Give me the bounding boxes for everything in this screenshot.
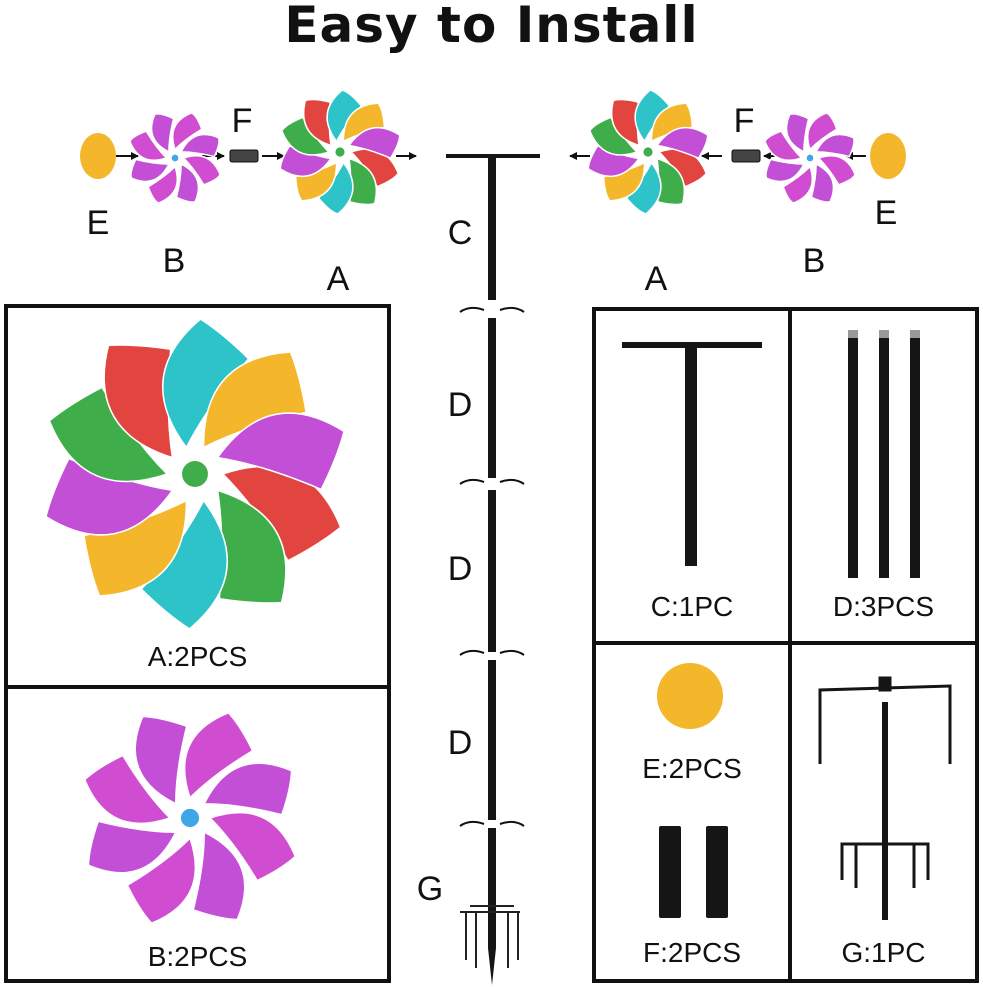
part-g-icon: [818, 676, 952, 920]
part-b-caption: B:2PCS: [147, 941, 248, 972]
diagram-label-d-3: D: [447, 724, 473, 762]
part-a-caption: A:2PCS: [147, 641, 248, 672]
diagram-label-e-right: E: [874, 194, 898, 232]
diagram-label-b-right: B: [802, 242, 826, 280]
pinwheel-b-right-small-icon: [764, 112, 856, 204]
diagram-label-c: C: [447, 214, 473, 252]
part-f-caption: F:2PCS: [642, 937, 742, 968]
twist-arrows-icon: [459, 306, 525, 827]
diagram-label-f-right: F: [733, 102, 755, 140]
diagram-label-a-right: A: [644, 260, 668, 298]
diagram-label-d-1: D: [447, 386, 473, 424]
diagram-label-a-left: A: [326, 260, 350, 298]
diagram-label-b-left: B: [162, 242, 186, 280]
part-g-caption: G:1PC: [841, 937, 926, 968]
diagram-label-f-left: F: [231, 102, 253, 140]
part-d-caption: D:3PCS: [832, 591, 935, 622]
diagram-label-d-2: D: [447, 550, 473, 588]
part-c-caption: C:1PC: [650, 591, 734, 622]
pinwheel-a-left-small-icon: [279, 89, 401, 215]
pinwheel-b-large-icon: [83, 711, 297, 925]
cap-e-left-icon: [80, 133, 116, 179]
sleeve-f-right-icon: [731, 149, 761, 163]
diagram-label-e-left: E: [86, 204, 110, 242]
pinwheel-a-right-small-icon: [587, 89, 709, 215]
part-b-frame: [4, 685, 391, 983]
pinwheel-b-left-small-icon: [129, 112, 221, 204]
part-e-caption: E:2PCS: [642, 753, 742, 784]
part-f-icon: [659, 826, 728, 918]
pinwheel-a-large-icon: [45, 318, 345, 630]
part-c-icon: [622, 342, 762, 566]
cap-e-right-icon: [870, 133, 906, 179]
part-e-icon: [657, 663, 723, 729]
diagram-label-g: G: [416, 870, 444, 908]
assembled-pole-icon: [446, 154, 540, 985]
page-title: Easy to Install: [284, 0, 699, 54]
sleeve-f-left-icon: [229, 149, 259, 163]
part-d-icon: [848, 330, 920, 578]
